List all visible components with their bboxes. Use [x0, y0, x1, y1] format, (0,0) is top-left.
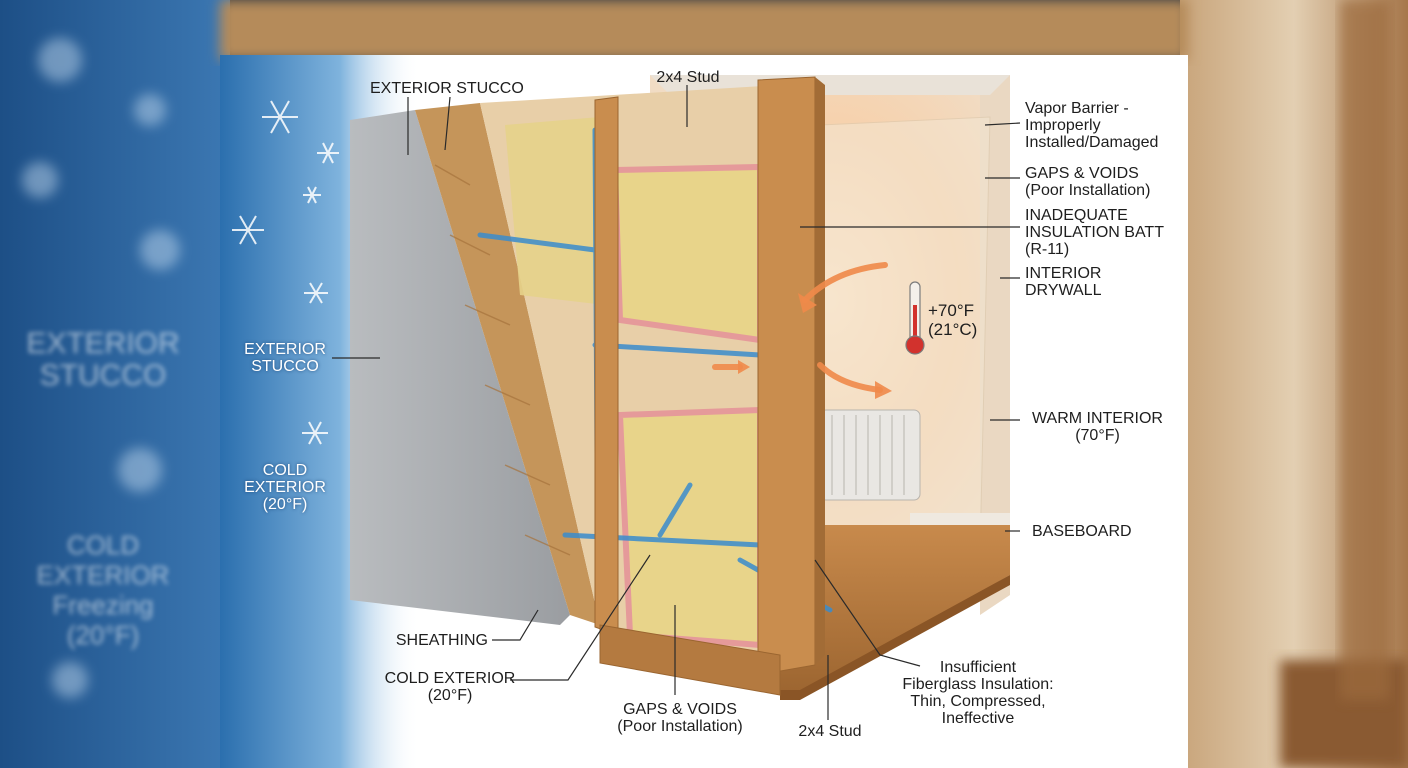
wall-illustration: [220, 55, 1021, 768]
label-gaps-voids-bottom: GAPS & VOIDS (Poor Installation): [617, 701, 743, 735]
snowflake-icon: [232, 100, 339, 445]
sheathing-panel: [415, 103, 600, 625]
bottom-plate: [599, 624, 781, 696]
stud-front: [757, 76, 816, 676]
label-vapor-barrier: Vapor Barrier - Improperly Installed/Dam…: [1025, 100, 1159, 151]
warm-air-arrows: [712, 262, 888, 393]
label-stud-bottom: 2x4 Stud: [798, 723, 862, 740]
blurred-background-label-stucco: EXTERIOR STUCCO: [26, 327, 180, 392]
label-cold-exterior-bottom: COLD EXTERIOR (20°F): [384, 670, 516, 704]
label-cold-exterior-left: COLD EXTERIOR (20°F): [244, 462, 326, 513]
label-exterior-stucco-top: EXTERIOR STUCCO: [370, 80, 524, 97]
insulation-batt-top: [505, 117, 605, 305]
radiator: [819, 409, 921, 501]
label-insufficient-fiberglass: Insufficient Fiberglass Insulation: Thin…: [902, 659, 1054, 727]
stud-front-side: [815, 77, 825, 665]
stud-left: [594, 96, 619, 636]
label-interior-drywall: INTERIOR DRYWALL: [1025, 265, 1102, 299]
label-inadequate-insulation-batt: INADEQUATE INSULATION BATT (R-11): [1025, 207, 1164, 258]
label-sheathing: SHEATHING: [395, 632, 488, 649]
label-gaps-voids-right: GAPS & VOIDS (Poor Installation): [1025, 165, 1151, 199]
label-warm-interior: WARM INTERIOR (70°F): [1032, 410, 1163, 444]
thermometer-icon: [905, 281, 925, 355]
floor: [780, 525, 1010, 695]
label-exterior-stucco-left: EXTERIOR STUCCO: [244, 341, 326, 375]
exterior-stucco-panel: [350, 110, 570, 625]
label-thermometer-reading: +70°F (21°C): [928, 301, 978, 339]
insulation-batt-upper: [611, 163, 763, 344]
baseboard: [910, 513, 1010, 525]
insulation-batt-lower: [616, 406, 763, 649]
blurred-background-label-cold: COLD EXTERIOR Freezing (20°F): [36, 530, 170, 650]
label-stud-top: 2x4 Stud: [656, 69, 720, 86]
wall-cross-section-diagram: EXTERIOR STUCCO 2x4 Stud Vapor Barrier -…: [220, 55, 1188, 768]
label-baseboard: BASEBOARD: [1032, 523, 1132, 540]
leader-lines: [332, 85, 1021, 720]
